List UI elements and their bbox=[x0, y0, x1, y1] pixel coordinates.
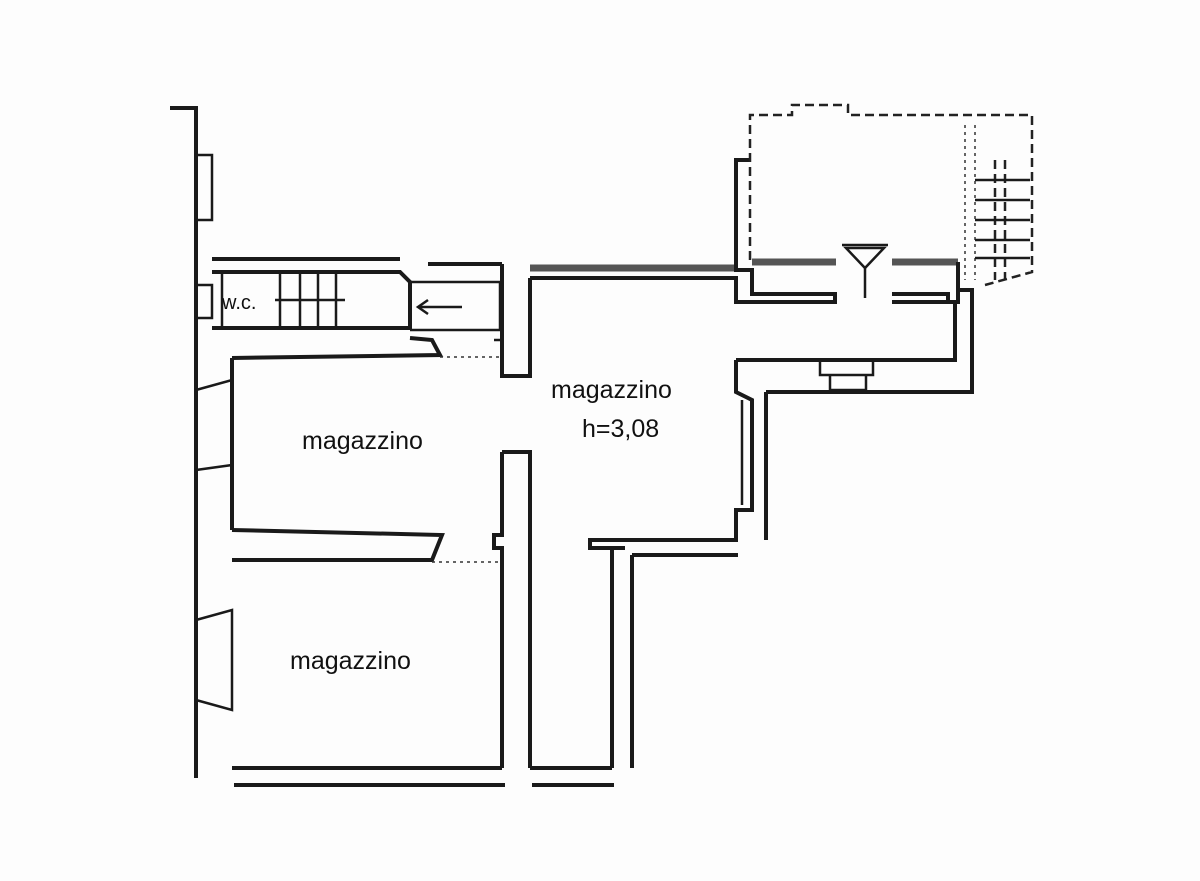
wc-room bbox=[212, 270, 502, 332]
terrace-dashed-outline bbox=[748, 103, 1034, 287]
room-label-wc: w.c. bbox=[221, 292, 256, 314]
room-label-main: magazzino bbox=[551, 376, 672, 404]
room-label-middle: magazzino bbox=[302, 427, 423, 455]
left-exterior-wall bbox=[170, 106, 234, 778]
triangle-arrow-icon bbox=[842, 243, 888, 298]
middle-room-walls bbox=[230, 336, 500, 563]
main-room-walls bbox=[530, 158, 974, 768]
bottom-wall bbox=[232, 766, 614, 787]
room-height-label: h=3,08 bbox=[582, 415, 659, 443]
room-label-bottom: magazzino bbox=[290, 647, 411, 675]
central-partition bbox=[492, 264, 532, 768]
top-walls bbox=[212, 257, 738, 272]
